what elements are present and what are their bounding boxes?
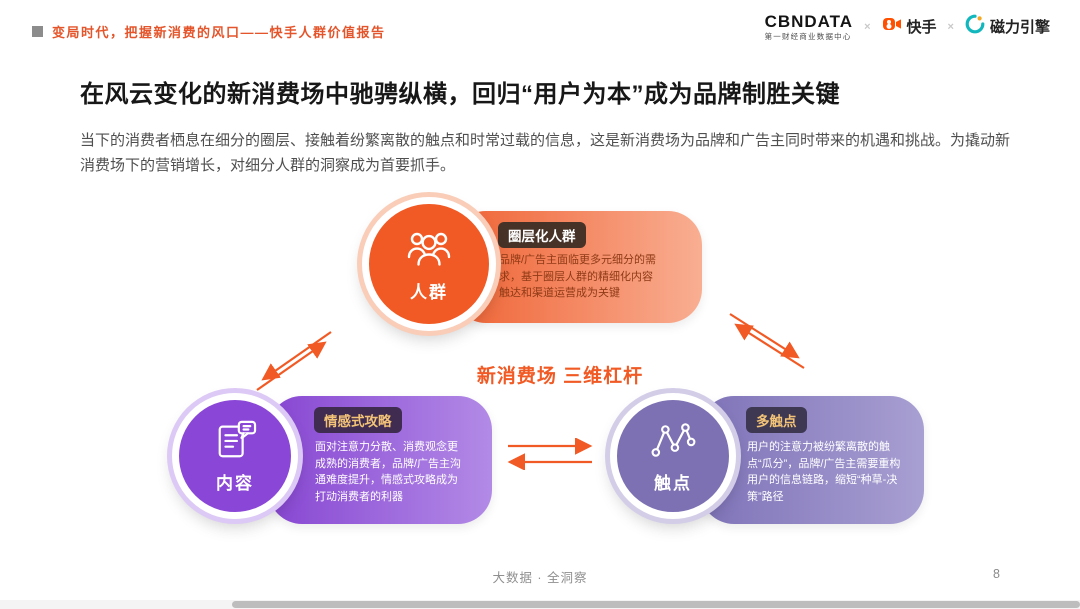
report-title: 变局时代，把握新消费的风口——快手人群价值报告 [52, 25, 386, 40]
touchpoint-description: 用户的注意力被纷繁离散的触点“瓜分”，品牌/广告主需要重构用户的信息链路，缩短“… [747, 441, 901, 503]
diagram-center-label: 新消费场 三维杠杆 [476, 366, 644, 387]
crowd-badge: 圈层化人群 [498, 222, 586, 248]
magnet-logo-name: 磁力引擎 [989, 19, 1050, 37]
network-nodes-icon [648, 419, 698, 466]
kuaishou-logo: 快手 [882, 14, 937, 39]
header: 变局时代，把握新消费的风口——快手人群价值报告 [32, 22, 386, 41]
touchpoint-card: 多触点 用户的注意力被纷繁离散的触点“瓜分”，品牌/广告主需要重构用户的信息链路… [700, 396, 924, 524]
arrow-crowd-touchpoint [729, 313, 805, 369]
content-description: 面对注意力分散、消费观念更成熟的消费者，品牌/广告主沟通难度提升，情感式攻略成为… [315, 441, 462, 503]
content-badge: 情感式攻略 [314, 407, 402, 433]
logo-separator: × [947, 20, 954, 33]
crowd-description: 品牌/广告主面临更多元细分的需求，基于圈层人群的精细化内容触达和渠道运营成为关键 [499, 254, 657, 299]
page-number: 8 [993, 567, 1000, 581]
cbndata-logo-subtitle: 第一财经商业数据中心 [764, 32, 852, 41]
crowd-circle-label: 人群 [410, 282, 448, 302]
arrow-content-touchpoint [507, 438, 593, 470]
content-circle: 内容 [172, 393, 298, 519]
people-icon [402, 226, 456, 275]
footer-watermark: 大数据 · 全洞察 [492, 571, 588, 585]
horizontal-scrollbar[interactable] [0, 600, 1080, 609]
logo-bar: CBNDATA 第一财经商业数据中心 × 快手 × [765, 13, 1050, 41]
magnet-swirl-icon [965, 14, 985, 39]
scrollbar-thumb[interactable] [232, 601, 1080, 608]
touchpoint-circle-label: 触点 [654, 473, 692, 493]
touchpoint-circle: 触点 [610, 393, 736, 519]
crowd-circle: 人群 [362, 197, 496, 331]
kuaishou-camera-icon [882, 14, 902, 39]
page-title: 在风云变化的新消费场中驰骋纵横，回归“用户为本”成为品牌制胜关键 [80, 81, 840, 108]
cbndata-logo: CBNDATA 第一财经商业数据中心 [765, 13, 854, 41]
content-circle-label: 内容 [216, 473, 254, 493]
magnet-engine-logo: 磁力引擎 [965, 14, 1050, 39]
cbndata-logo-name: CBNDATA [764, 12, 854, 31]
touchpoint-badge: 多触点 [746, 407, 807, 433]
kuaishou-logo-name: 快手 [906, 19, 937, 37]
intro-paragraph: 当下的消费者栖息在细分的圈层、接触着纷繁离散的触点和时常过载的信息，这是新消费场… [80, 132, 1011, 174]
logo-separator: × [864, 20, 871, 33]
document-chat-icon [210, 419, 260, 466]
header-square-icon [32, 26, 43, 37]
arrow-crowd-content [256, 331, 332, 391]
content-card: 情感式攻略 面对注意力分散、消费观念更成熟的消费者，品牌/广告主沟通难度提升，情… [268, 396, 492, 524]
